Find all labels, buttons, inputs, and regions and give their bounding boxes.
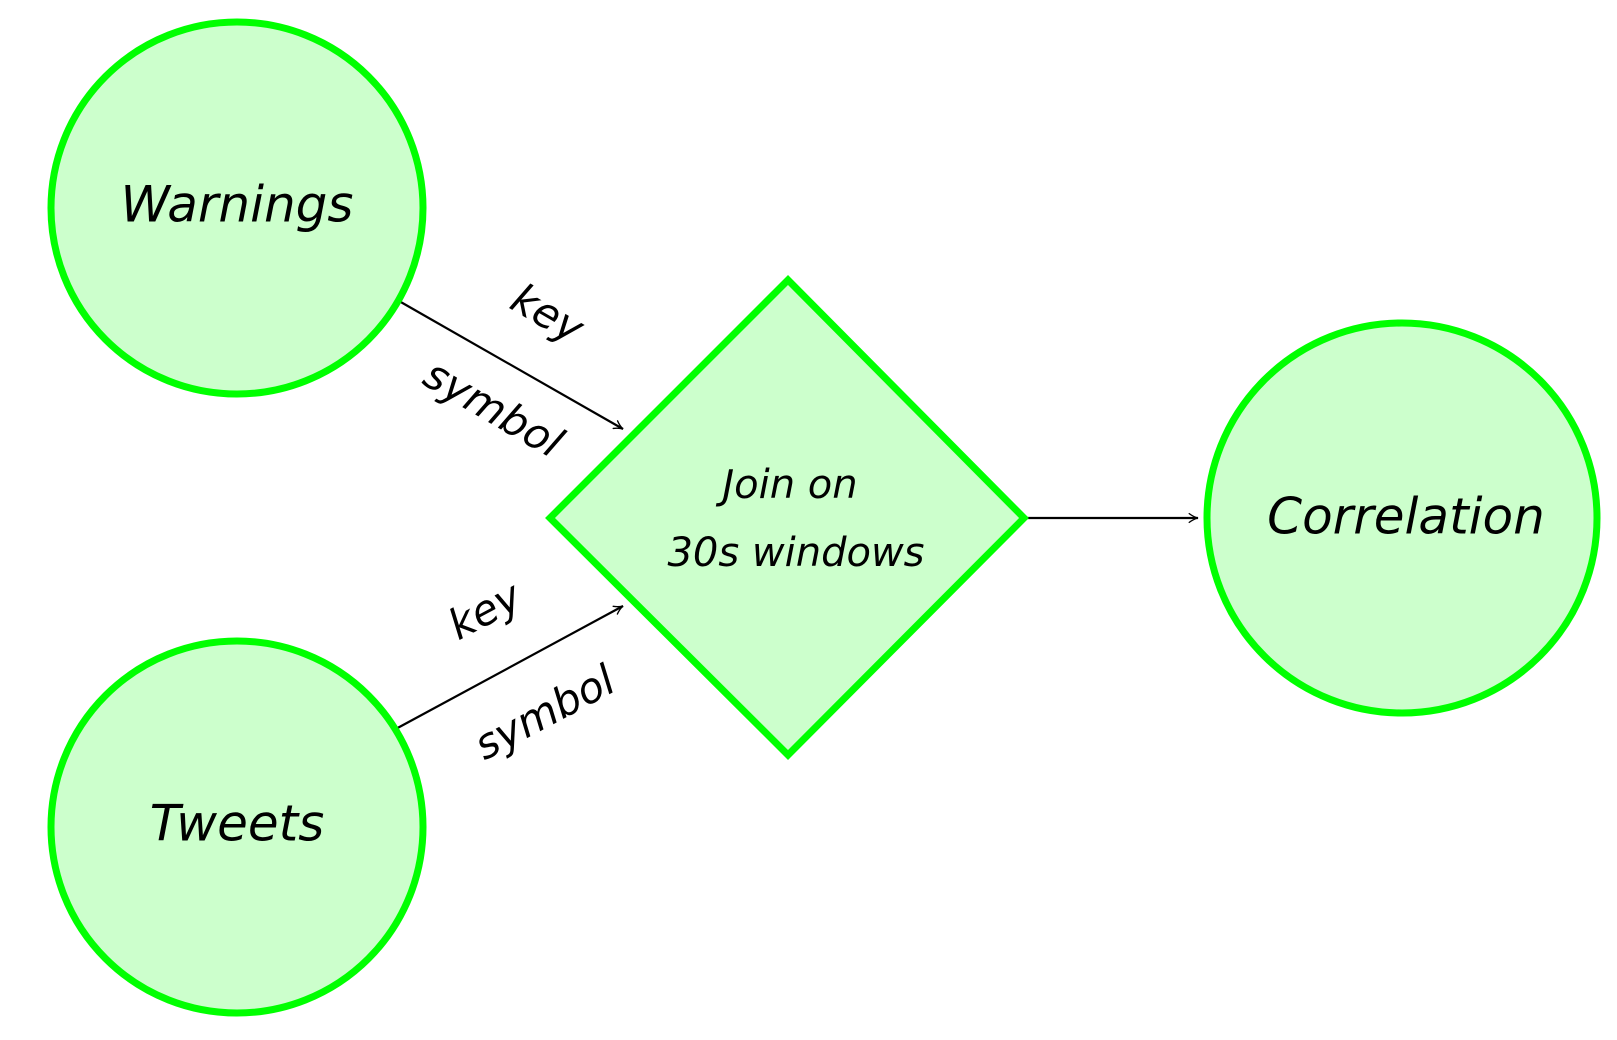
edge-tweets-to-join [391, 605, 624, 732]
node-warnings[interactable]: Warnings [47, 18, 427, 398]
tweets-label: Tweets [150, 795, 325, 853]
join-diamond [545, 275, 1029, 760]
node-correlation[interactable]: Correlation [1203, 319, 1601, 717]
edge-warnings-label-symbol: symbol [416, 349, 572, 467]
correlation-circle [1203, 319, 1601, 717]
node-join[interactable]: Join on 30s windows [545, 275, 1029, 760]
join-label-line1: Join on [715, 462, 857, 508]
warnings-label: Warnings [121, 176, 354, 234]
edge-tweets-label-symbol: symbol [466, 655, 623, 770]
join-label-line2: 30s windows [667, 530, 924, 576]
tweets-circle [47, 637, 427, 1017]
edge-warnings-to-join [391, 296, 624, 430]
correlation-label: Correlation [1267, 488, 1545, 546]
warnings-circle [47, 18, 427, 398]
edge-warnings-label-key: key [503, 273, 593, 354]
edge-tweets-label-key: key [440, 571, 530, 650]
node-tweets[interactable]: Tweets [47, 637, 427, 1017]
